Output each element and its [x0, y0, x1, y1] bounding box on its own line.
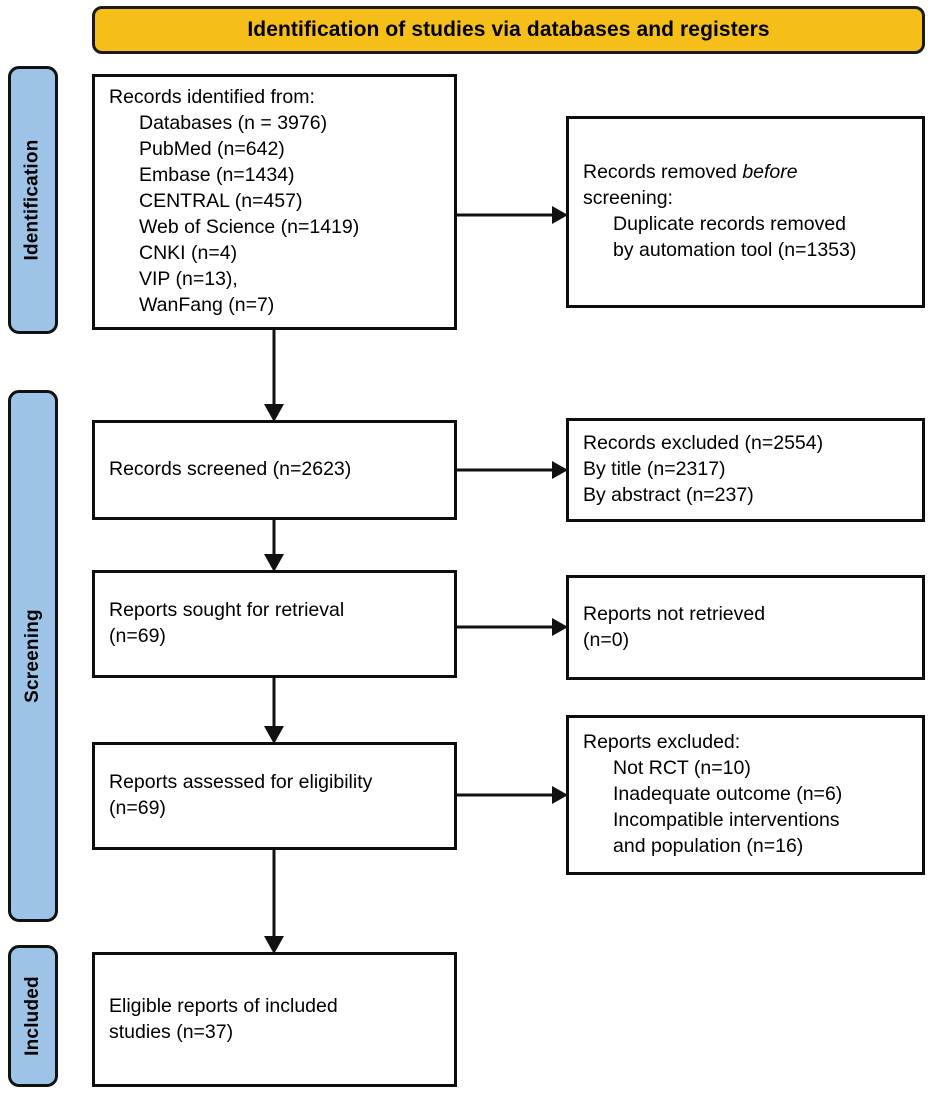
stage-rail-included: Included — [8, 945, 58, 1087]
records-identified-line-3: Embase (n=1434) — [139, 164, 295, 187]
reports-excluded-line-4: and population (n=16) — [613, 834, 804, 857]
records-identified-line-0: Records identified from: — [109, 86, 315, 109]
reports-excluded-line-0: Reports excluded: — [583, 731, 741, 754]
records-identified-line-8: WanFang (n=7) — [139, 293, 275, 316]
records-identified-line-4: CENTRAL (n=457) — [139, 190, 303, 213]
box-records-identified: Records identified from: Databases (n = … — [92, 74, 457, 330]
box-reports-excluded: Reports excluded: Not RCT (n=10) Inadequ… — [566, 715, 925, 875]
reports-assessed-line-0: Reports assessed for eligibility — [109, 771, 373, 794]
reports-excluded-line-3: Incompatible interventions — [613, 808, 840, 831]
stage-rail-screening: Screening — [8, 390, 58, 922]
diagram-header-title: Identification of studies via databases … — [247, 18, 770, 42]
included-studies-line-0: Eligible reports of included — [109, 994, 338, 1017]
box-reports-not-retrieved: Reports not retrieved (n=0) — [566, 575, 925, 680]
records-excluded-line-0: Records excluded (n=2554) — [583, 432, 824, 455]
reports-excluded-line-2: Inadequate outcome (n=6) — [613, 783, 843, 806]
reports-excluded-line-1: Not RCT (n=10) — [613, 757, 751, 780]
records-excluded-line-2: By abstract (n=237) — [583, 483, 754, 506]
records-identified-line-2: PubMed (n=642) — [139, 138, 285, 161]
box-eligible-reports-included-studies: Eligible reports of included studies (n=… — [92, 952, 457, 1087]
reports-sought-line-0: Reports sought for retrieval — [109, 599, 345, 622]
reports-not-retrieved-line-1: (n=0) — [583, 628, 630, 651]
records-removed-line-0: Records removed before — [583, 160, 908, 186]
records-removed-line-0-italic: before — [742, 161, 798, 184]
records-removed-line-2: Duplicate records removed — [613, 213, 847, 235]
reports-assessed-line-1: (n=69) — [109, 797, 166, 819]
records-removed-line-0-prefix: Records removed — [583, 161, 743, 184]
records-identified-line-6: CNKI (n=4) — [139, 241, 238, 264]
records-excluded-line-1: By title (n=2317) — [583, 458, 726, 481]
records-screened-line-0: Records screened (n=2623) — [109, 458, 352, 481]
stage-rail-screening-label: Screening — [22, 609, 44, 703]
stage-rail-included-label: Included — [22, 976, 43, 1056]
records-identified-line-7: VIP (n=13), — [139, 267, 238, 290]
stage-rail-identification-label: Identification — [22, 139, 43, 261]
box-reports-assessed-for-eligibility: Reports assessed for eligibility (n=69) — [92, 742, 457, 850]
included-studies-line-1: studies (n=37) — [109, 1020, 234, 1043]
diagram-header-banner: Identification of studies via databases … — [92, 6, 925, 54]
reports-sought-line-1: (n=69) — [109, 625, 166, 647]
box-records-screened: Records screened (n=2623) — [92, 420, 457, 520]
stage-rail-identification: Identification — [8, 66, 58, 334]
records-identified-line-1: Databases (n = 3976) — [139, 112, 328, 135]
records-removed-line-1: screening: — [583, 187, 673, 210]
box-reports-sought-for-retrieval: Reports sought for retrieval (n=69) — [92, 570, 457, 678]
box-records-removed-before-screening: Records removed before screening: Duplic… — [566, 116, 925, 308]
box-records-excluded: Records excluded (n=2554) By title (n=23… — [566, 418, 925, 522]
records-removed-line-3: by automation tool (n=1353) — [613, 238, 857, 261]
reports-not-retrieved-line-0: Reports not retrieved — [583, 602, 766, 625]
records-identified-line-5: Web of Science (n=1419) — [139, 215, 360, 238]
